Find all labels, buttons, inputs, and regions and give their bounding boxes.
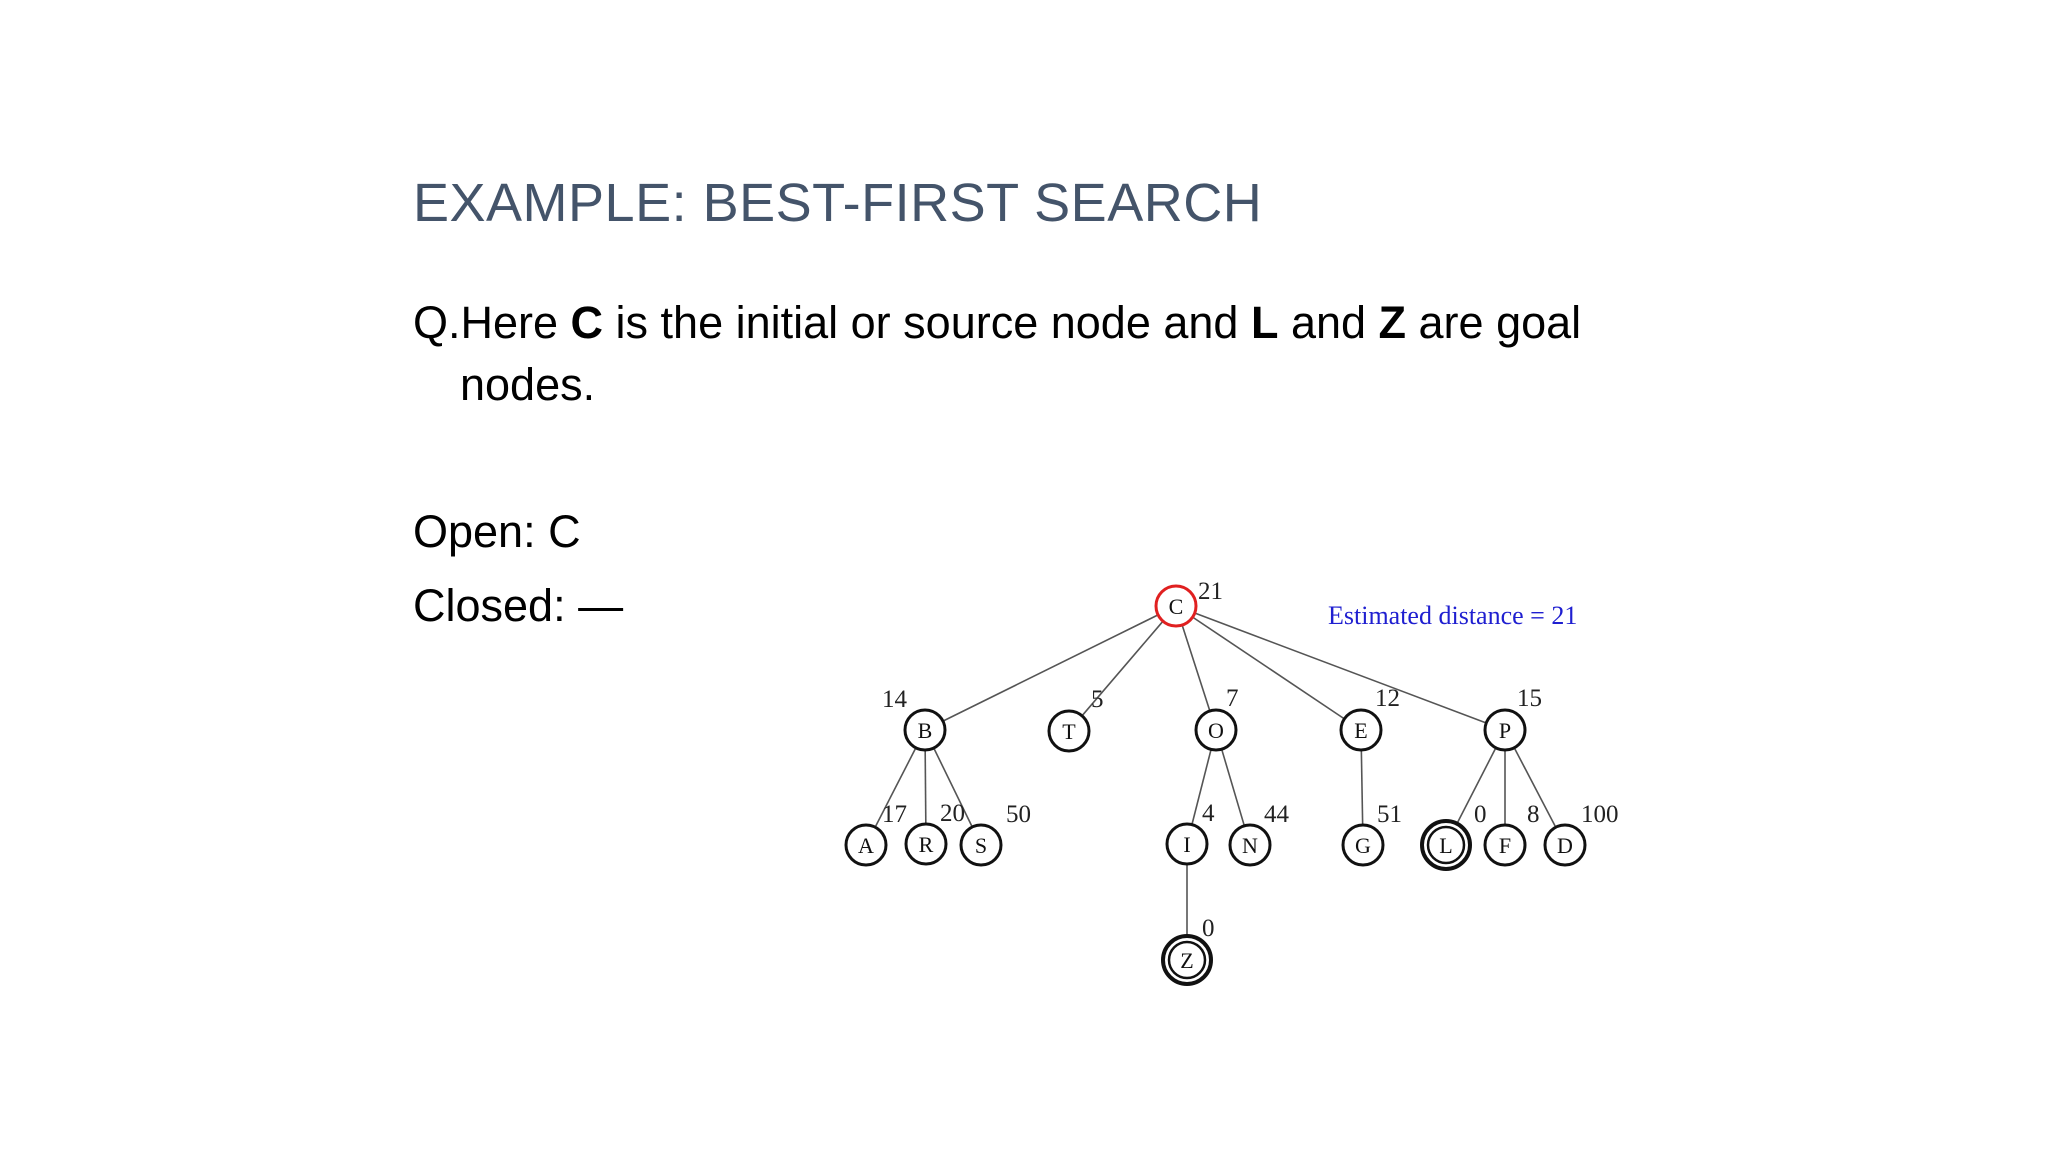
heuristic-value-I: 4 — [1202, 800, 1215, 827]
edge-O-I — [1191, 749, 1212, 825]
node-circle-C — [1154, 584, 1198, 628]
heuristic-value-R: 20 — [940, 800, 965, 827]
heuristic-value-S: 50 — [1006, 801, 1031, 828]
node-L: L0 — [1420, 801, 1487, 871]
closed-value: — — [578, 580, 624, 631]
heuristic-value-Z: 0 — [1202, 915, 1215, 942]
node-label-E: E — [1354, 718, 1367, 743]
edge-O-N — [1220, 748, 1246, 827]
node-label-I: I — [1183, 832, 1190, 857]
node-label-C: C — [1169, 594, 1184, 619]
source-node-label: C — [570, 297, 604, 348]
edge-B-R — [924, 749, 927, 825]
question-mid-2: and — [1278, 297, 1379, 348]
heuristic-value-E: 12 — [1375, 685, 1400, 712]
closed-label: Closed: — [413, 580, 566, 631]
node-E: E 12 — [1339, 685, 1400, 752]
node-label-F: F — [1499, 833, 1511, 858]
node-label-B: B — [918, 718, 933, 743]
node-label-Z: Z — [1180, 948, 1193, 973]
edge-B-A — [874, 747, 917, 828]
heuristic-value-L: 0 — [1474, 801, 1487, 828]
goal-ring-Z — [1167, 940, 1207, 980]
node-P: P15 — [1483, 685, 1542, 752]
edge-C-B — [942, 614, 1159, 722]
node-circle-P — [1483, 708, 1527, 752]
nodes-layer: C21B14T5O7E12P15A17R20S50I4N44G51L0F8D10… — [844, 578, 1619, 986]
node-circle-S — [959, 823, 1003, 867]
heuristic-value-O: 7 — [1226, 685, 1239, 712]
node-label-T: T — [1062, 719, 1076, 744]
node-F: F8 — [1483, 801, 1540, 867]
node-label-R: R — [919, 832, 934, 857]
node-O: O7 — [1194, 685, 1239, 752]
goal-node-label-1: L — [1250, 297, 1279, 348]
goal-ring-L — [1426, 825, 1466, 865]
goal-node-label-2: Z — [1378, 297, 1407, 348]
node-label-N: N — [1242, 833, 1258, 858]
edge-P-L — [1456, 747, 1497, 824]
node-circle-D — [1543, 823, 1587, 867]
open-list: Open: C — [413, 506, 581, 558]
question-mid-1: is the initial or source node and — [603, 297, 1251, 348]
node-label-O: O — [1208, 718, 1224, 743]
node-circle-E — [1339, 708, 1383, 752]
heuristic-value-D: 100 — [1581, 801, 1619, 828]
node-label-A: A — [858, 833, 874, 858]
node-label-L: L — [1439, 833, 1452, 858]
edge-C-O — [1181, 624, 1211, 712]
node-circle-G — [1341, 823, 1385, 867]
edge-P-D — [1513, 747, 1557, 828]
heuristic-value-G: 51 — [1377, 801, 1402, 828]
edge-C-P — [1194, 612, 1487, 724]
node-label-S: S — [975, 833, 987, 858]
node-label-G: G — [1355, 833, 1371, 858]
open-value: C — [548, 506, 581, 557]
node-N: N44 — [1228, 801, 1290, 867]
node-circle-A — [844, 823, 888, 867]
node-label-P: P — [1499, 718, 1511, 743]
node-D: D 100 — [1543, 801, 1619, 867]
node-label-D: D — [1557, 833, 1573, 858]
question-suffix: are goal — [1406, 297, 1582, 348]
edge-E-G — [1360, 749, 1364, 826]
node-circle-R — [904, 822, 948, 866]
node-G: G51 — [1341, 801, 1402, 867]
question-prefix: Q.Here — [413, 297, 571, 348]
closed-list: Closed: — — [413, 580, 623, 632]
node-circle-F — [1483, 823, 1527, 867]
node-A: A 17 — [844, 801, 907, 867]
node-R: R20 — [904, 800, 965, 866]
question-line-2: nodes. — [460, 359, 596, 410]
heuristic-value-T: 5 — [1091, 686, 1104, 713]
node-circle-O — [1194, 708, 1238, 752]
edges-layer — [874, 612, 1557, 935]
node-circle-N — [1228, 823, 1272, 867]
node-T: T5 — [1047, 686, 1104, 753]
open-label: Open: — [413, 506, 536, 557]
slide-title: EXAMPLE: BEST-FIRST SEARCH — [413, 173, 1263, 233]
node-C: C 21 — [1154, 578, 1223, 628]
node-S: S 50 — [959, 801, 1031, 867]
node-circle-T — [1047, 709, 1091, 753]
estimated-distance-label: Estimated distance = 21 — [1328, 601, 1577, 630]
question-text: Q.Here C is the initial or source node a… — [413, 292, 1673, 416]
edge-B-S — [933, 747, 973, 828]
heuristic-value-A: 17 — [882, 801, 907, 828]
node-B: B 14 — [882, 686, 947, 752]
node-circle-I — [1165, 822, 1209, 866]
heuristic-value-C: 21 — [1198, 578, 1223, 605]
edge-C-T — [1081, 620, 1164, 717]
heuristic-value-F: 8 — [1527, 801, 1540, 828]
node-circle-B — [903, 708, 947, 752]
heuristic-value-N: 44 — [1264, 801, 1290, 828]
question-line-1: Q.Here C is the initial or source node a… — [413, 292, 1673, 354]
heuristic-value-B: 14 — [882, 686, 908, 713]
node-I: I4 — [1165, 800, 1215, 866]
edge-C-E — [1192, 616, 1345, 720]
node-Z: Z0 — [1161, 915, 1215, 986]
heuristic-value-P: 15 — [1517, 685, 1542, 712]
